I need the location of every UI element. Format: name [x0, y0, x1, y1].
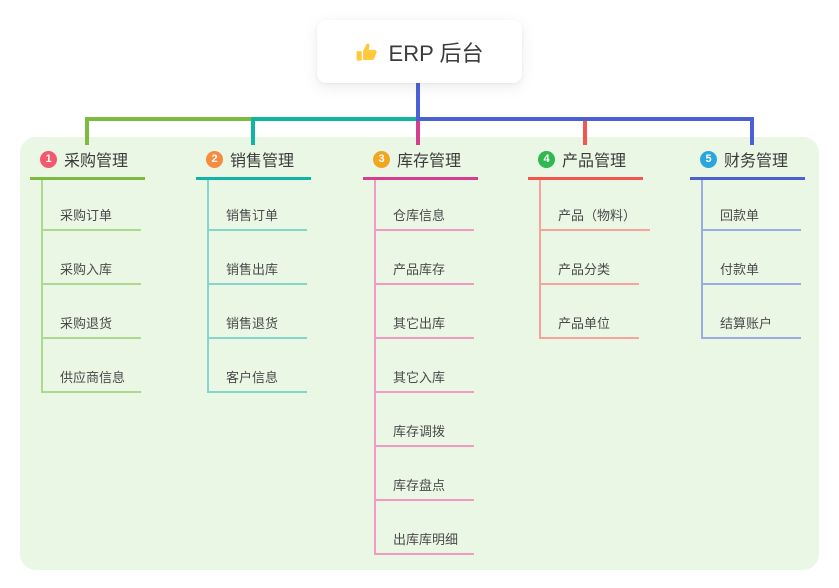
branch-header-product[interactable]: 4 产品管理: [528, 146, 643, 180]
branch-product: 4 产品管理 产品（物料） 产品分类 产品单位: [528, 146, 651, 339]
branch-finance: 5 财务管理 回款单 付款单 结算账户: [690, 146, 805, 339]
node-product-category[interactable]: 产品分类: [541, 231, 639, 285]
thumbs-up-icon: [356, 43, 377, 61]
canvas-panel: [20, 137, 819, 570]
branch-inventory: 3 库存管理 仓库信息 产品库存 其它出库 其它入库 库存调拨 库存盘点 出库库…: [363, 146, 478, 555]
child-list-product: 产品（物料） 产品分类 产品单位: [539, 180, 651, 339]
node-receipt-bill[interactable]: 回款单: [703, 180, 801, 231]
branch-header-purchase[interactable]: 1 采购管理: [30, 146, 145, 180]
branch-label-product: 产品管理: [562, 153, 627, 170]
root-node[interactable]: ERP 后台: [317, 20, 522, 83]
branch-label-purchase: 采购管理: [64, 153, 129, 170]
node-sales-outbound[interactable]: 销售出库: [209, 231, 307, 285]
child-list-purchase: 采购订单 采购入库 采购退货 供应商信息: [41, 180, 141, 393]
node-supplier-info[interactable]: 供应商信息: [43, 339, 141, 393]
node-product-unit[interactable]: 产品单位: [541, 285, 639, 339]
node-outbound-detail[interactable]: 出库库明细: [376, 501, 474, 555]
child-list-inventory: 仓库信息 产品库存 其它出库 其它入库 库存调拨 库存盘点 出库库明细: [374, 180, 474, 555]
trunk-segment-purchase: [85, 117, 253, 121]
trunk-segment-sales: [251, 117, 418, 121]
branch-drop-purchase: [85, 117, 89, 145]
node-stock-transfer[interactable]: 库存调拨: [376, 393, 474, 447]
badge-5: 5: [700, 150, 717, 168]
child-list-finance: 回款单 付款单 结算账户: [701, 180, 801, 339]
branch-header-inventory[interactable]: 3 库存管理: [363, 146, 478, 180]
branch-drop-inventory: [416, 121, 420, 145]
node-purchase-return[interactable]: 采购退货: [43, 285, 141, 339]
branch-drop-finance: [750, 117, 754, 145]
node-warehouse-info[interactable]: 仓库信息: [376, 180, 474, 231]
child-list-sales: 销售订单 销售出库 销售退货 客户信息: [207, 180, 307, 393]
badge-1: 1: [40, 150, 57, 168]
badge-3: 3: [373, 150, 390, 168]
root-connector: [416, 83, 420, 119]
node-product-material[interactable]: 产品（物料）: [541, 180, 651, 231]
branch-drop-product: [583, 121, 587, 145]
node-purchase-inbound[interactable]: 采购入库: [43, 231, 141, 285]
node-product-stock[interactable]: 产品库存: [376, 231, 474, 285]
branch-sales: 2 销售管理 销售订单 销售出库 销售退货 客户信息: [196, 146, 311, 393]
branch-label-inventory: 库存管理: [397, 153, 462, 170]
node-sales-return[interactable]: 销售退货: [209, 285, 307, 339]
branch-label-sales: 销售管理: [230, 153, 295, 170]
node-customer-info[interactable]: 客户信息: [209, 339, 307, 393]
node-other-outbound[interactable]: 其它出库: [376, 285, 474, 339]
branch-drop-sales: [251, 117, 255, 145]
node-payment-bill[interactable]: 付款单: [703, 231, 801, 285]
badge-2: 2: [206, 150, 223, 168]
badge-4: 4: [538, 150, 555, 168]
node-other-inbound[interactable]: 其它入库: [376, 339, 474, 393]
trunk-segment-finance: [416, 117, 754, 121]
node-sales-order[interactable]: 销售订单: [209, 180, 307, 231]
branch-purchase: 1 采购管理 采购订单 采购入库 采购退货 供应商信息: [30, 146, 145, 393]
branch-label-finance: 财务管理: [724, 153, 789, 170]
branch-header-sales[interactable]: 2 销售管理: [196, 146, 311, 180]
branch-header-finance[interactable]: 5 财务管理: [690, 146, 805, 180]
node-stock-count[interactable]: 库存盘点: [376, 447, 474, 501]
node-purchase-order[interactable]: 采购订单: [43, 180, 141, 231]
node-settlement-account[interactable]: 结算账户: [703, 285, 801, 339]
root-label: ERP 后台: [388, 40, 484, 66]
